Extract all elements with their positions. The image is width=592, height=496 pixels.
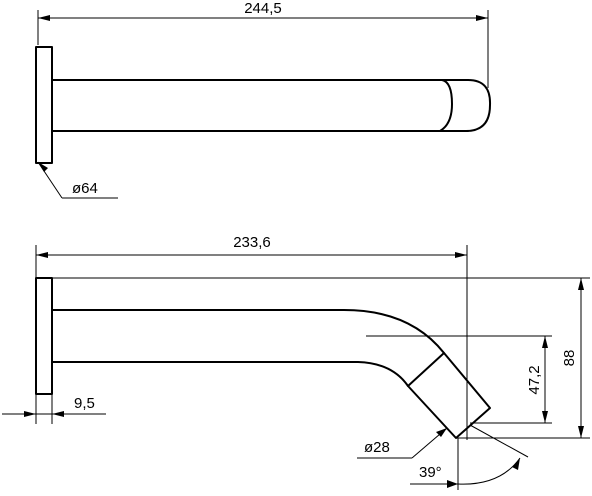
leader-arrowhead xyxy=(38,162,48,172)
arrowhead-right xyxy=(476,15,488,21)
dimension-label-outlet-diameter: ø28 xyxy=(364,439,390,456)
dimension-total-height: 88 xyxy=(52,277,590,439)
arrowhead-bottom xyxy=(578,426,584,438)
top-spout xyxy=(51,79,492,132)
side-spout-lower-edge xyxy=(51,361,409,387)
dimension-label-plate-thickness: 9,5 xyxy=(74,395,95,412)
arrowhead-right xyxy=(455,252,467,258)
dimension-plate-thickness: 9,5 xyxy=(2,394,106,424)
arrowhead-top xyxy=(578,278,584,290)
top-view: 244,5 ø64 xyxy=(35,0,492,199)
arrowhead-bottom xyxy=(542,411,548,423)
leader-arrowhead xyxy=(436,428,447,437)
side-wall-plate xyxy=(35,277,53,395)
top-spout-rounded-end xyxy=(465,79,492,132)
angle-callout: 39° xyxy=(410,424,529,490)
top-wall-plate xyxy=(35,46,53,164)
dimension-label-top-diameter: ø64 xyxy=(72,180,98,197)
angle-arrowhead-right xyxy=(512,458,520,470)
side-spout-upper-edge xyxy=(51,309,445,354)
side-spout xyxy=(51,309,491,439)
angle-arc xyxy=(457,457,521,485)
angle-extension-line xyxy=(469,424,529,458)
arrowhead-top xyxy=(542,336,548,348)
dimension-label-bottom-length: 233,6 xyxy=(233,234,271,251)
side-view: 233,6 88 47,2 xyxy=(2,234,590,490)
dimension-label-outlet-height: 47,2 xyxy=(526,365,543,394)
dimension-outlet-height: 47,2 xyxy=(366,335,552,424)
dimension-label-top-length: 244,5 xyxy=(244,0,282,17)
diameter-callout-outlet: ø28 xyxy=(357,427,448,459)
dimension-bottom-length: 233,6 xyxy=(35,234,468,440)
arrowhead-right xyxy=(52,411,64,417)
dimension-top-length: 244,5 xyxy=(37,0,489,88)
dimension-label-total-height: 88 xyxy=(561,350,578,367)
arrowhead-left xyxy=(38,15,50,21)
diameter-callout-top: ø64 xyxy=(37,161,118,199)
dimension-label-angle: 39° xyxy=(419,464,442,481)
arrowhead-left xyxy=(36,252,48,258)
top-spout-outlet-curve xyxy=(439,79,453,132)
side-spout-outlet-piece xyxy=(407,352,491,439)
arrowhead-left xyxy=(24,411,36,417)
angle-arrowhead-left xyxy=(447,480,458,488)
